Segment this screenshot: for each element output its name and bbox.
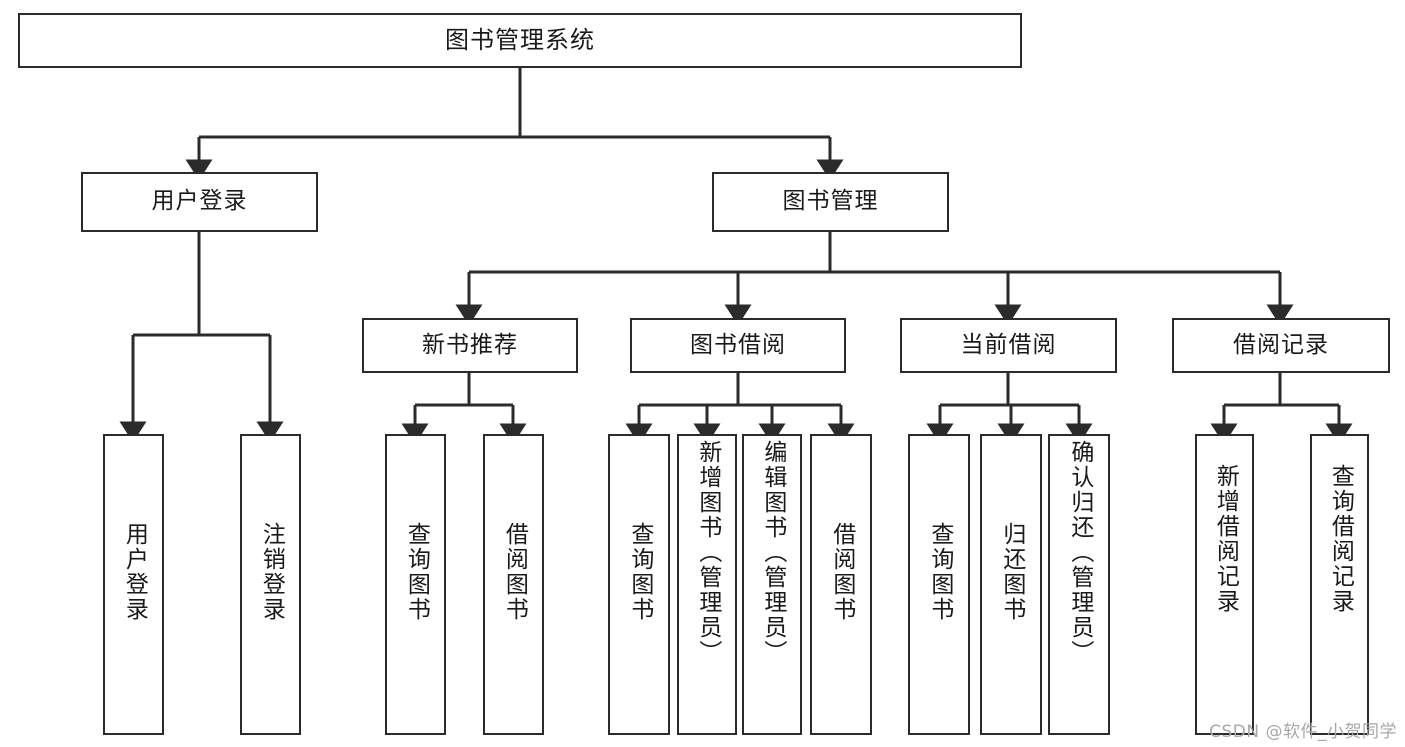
node-label: 图书借阅 [690,331,786,358]
node-label: 新增图书（管理员） [694,440,721,665]
node-new-book-recommend[interactable]: 新书推荐 [362,318,578,373]
node-label: 查询图书 [626,522,653,622]
node-label: 当前借阅 [960,331,1057,358]
leaf-current-borrow-query-book[interactable]: 查询图书 [908,434,970,735]
leaf-book-borrow-borrow-book[interactable]: 借阅图书 [810,434,872,735]
node-label: 查询图书 [926,522,953,622]
watermark-text: CSDN @软件_小贺同学 [1209,722,1397,742]
node-label: 新增借阅记录 [1212,464,1239,614]
node-book-management[interactable]: 图书管理 [712,172,949,232]
leaf-book-borrow-add-book-admin[interactable]: 新增图书（管理员） [677,434,737,735]
node-label: 新书推荐 [422,331,518,358]
leaf-book-borrow-query-book[interactable]: 查询图书 [608,434,670,735]
leaf-user-login-logout[interactable]: 注销登录 [240,434,301,735]
node-label: 归还图书 [998,522,1025,622]
node-label: 查询图书 [403,522,430,622]
node-label: 图书管理 [782,188,879,215]
node-label: 借阅图书 [828,522,855,622]
leaf-new-book-borrow-book[interactable]: 借阅图书 [483,434,544,735]
node-user-login[interactable]: 用户登录 [81,172,318,232]
node-label: 编辑图书（管理员） [759,440,786,665]
node-root-book-management-system[interactable]: 图书管理系统 [18,13,1022,68]
node-current-borrow[interactable]: 当前借阅 [900,318,1117,373]
node-label: 用户登录 [151,188,248,215]
leaf-borrow-record-query-record[interactable]: 查询借阅记录 [1310,434,1369,735]
node-book-borrow[interactable]: 图书借阅 [630,318,846,373]
node-label: 注销登录 [258,522,285,622]
leaf-user-login-login[interactable]: 用户登录 [103,434,164,735]
node-label: 图书管理系统 [445,26,595,55]
node-label: 借阅记录 [1233,331,1329,358]
leaf-current-borrow-confirm-return-admin[interactable]: 确认归还（管理员） [1048,434,1110,735]
leaf-current-borrow-return-book[interactable]: 归还图书 [980,434,1042,735]
leaf-borrow-record-add-record[interactable]: 新增借阅记录 [1195,434,1254,735]
leaf-book-borrow-edit-book-admin[interactable]: 编辑图书（管理员） [742,434,802,735]
node-borrow-record[interactable]: 借阅记录 [1172,318,1390,373]
node-label: 借阅图书 [501,522,528,622]
node-label: 确认归还（管理员） [1066,440,1093,665]
node-label: 查询借阅记录 [1327,464,1354,614]
node-label: 用户登录 [121,522,148,622]
leaf-new-book-query-book[interactable]: 查询图书 [385,434,446,735]
